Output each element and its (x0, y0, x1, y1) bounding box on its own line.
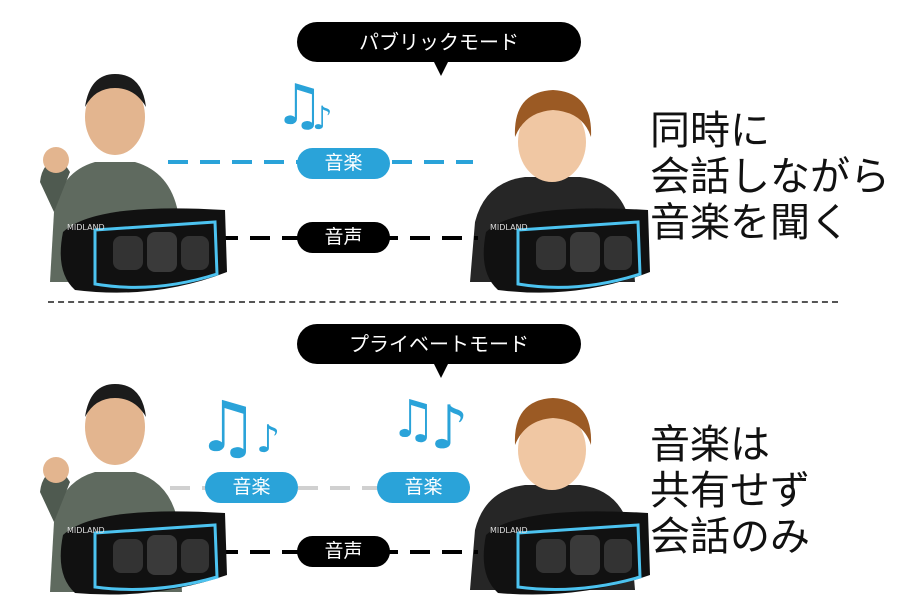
caption-top: 同時に 会話しながら 音楽を聞く (650, 108, 890, 246)
headset-device-icon: MIDLAND (60, 208, 227, 293)
music-pill-right: 音楽 (377, 472, 470, 503)
device-brand-label: MIDLAND (67, 526, 105, 535)
music-note-icon: ♪ (430, 393, 469, 463)
music-note-icon: ♫ (390, 390, 437, 450)
music-link-line (168, 160, 473, 164)
music-label: 音楽 (324, 152, 363, 174)
mode-bubble-private: プライベートモード (297, 324, 581, 378)
panel-divider (48, 301, 838, 303)
device-brand-label: MIDLAND (490, 223, 528, 232)
mode-label-public: パブリックモード (359, 30, 519, 54)
caption-bottom: 音楽は 共有せず 会話のみ (650, 422, 810, 560)
voice-label: 音声 (324, 540, 363, 562)
mode-bubble-public: パブリックモード (297, 22, 581, 76)
headset-device-icon: MIDLAND (483, 208, 650, 293)
voice-pill-top: 音声 (297, 222, 390, 253)
headset-device-icon: MIDLAND (60, 511, 227, 595)
voice-pill-bottom: 音声 (297, 536, 390, 567)
music-note-icon: ♪ (312, 99, 333, 137)
music-note-icon: ♪ (256, 417, 281, 461)
music-note-icon: ♫ (196, 386, 259, 468)
music-note-icon: ♫ (274, 73, 325, 138)
voice-label: 音声 (324, 226, 363, 248)
music-label-right: 音楽 (404, 476, 443, 498)
music-label-left: 音楽 (232, 476, 271, 498)
device-brand-label: MIDLAND (67, 223, 105, 232)
device-brand-label: MIDLAND (490, 526, 528, 535)
music-pill-top: 音楽 (297, 148, 390, 179)
mode-label-private: プライベートモード (349, 332, 529, 356)
music-pill-left: 音楽 (205, 472, 298, 503)
headset-device-icon: MIDLAND (483, 511, 650, 595)
